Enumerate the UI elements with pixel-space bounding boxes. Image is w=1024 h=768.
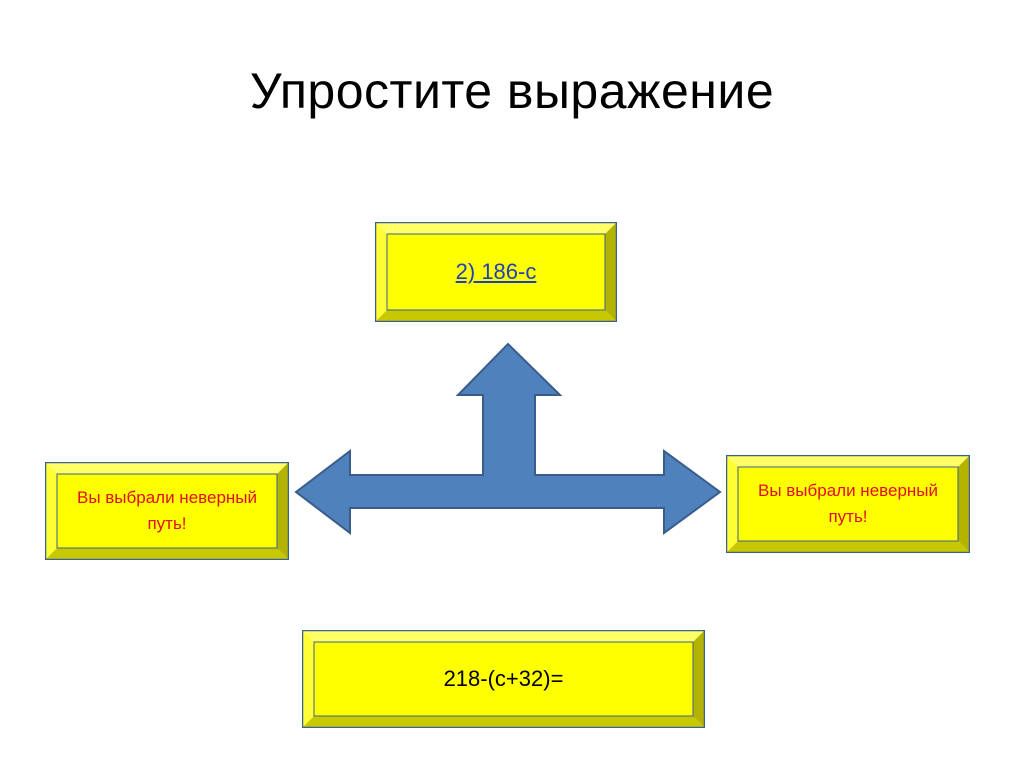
answer-button-top[interactable]: 2) 186-c	[375, 222, 617, 322]
bevel-frame	[726, 455, 970, 553]
question-expression: 218-(c+32)=	[443, 666, 564, 691]
bevel-frame	[375, 222, 617, 322]
bevel-frame	[302, 630, 705, 728]
answer-top-link[interactable]: 2) 186-c	[455, 259, 537, 284]
answer-button-right[interactable]: Вы выбрали неверный путь!	[726, 455, 970, 553]
answer-top-label[interactable]: 2) 186-c	[375, 222, 617, 322]
bevel-frame	[45, 462, 289, 560]
question-box: 218-(c+32)=	[302, 630, 705, 728]
three-way-arrow-icon	[294, 342, 722, 536]
answer-left-label: Вы выбрали неверный путь!	[76, 488, 257, 533]
answer-button-left[interactable]: Вы выбрали неверный путь!	[45, 462, 289, 560]
slide-title: Упростите выражение	[249, 63, 775, 119]
answer-right-label: Вы выбрали неверный путь!	[757, 481, 938, 526]
